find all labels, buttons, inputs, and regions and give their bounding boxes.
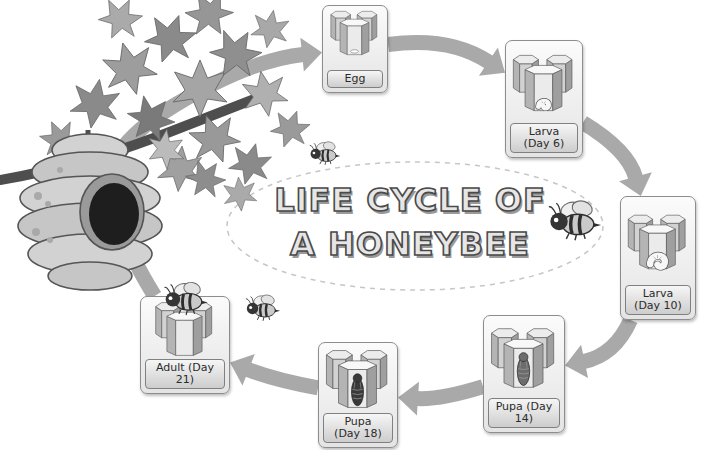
cell-face [649, 233, 667, 269]
honeycomb-cells [510, 45, 577, 121]
flying-bee [246, 294, 280, 321]
cell-top [628, 215, 652, 223]
cycle-arrow [583, 123, 652, 196]
egg-shape [351, 50, 359, 53]
arrow-shaft [417, 387, 483, 399]
arrow-head [230, 354, 255, 386]
pupa-shape [517, 353, 529, 386]
arrow-shaft [248, 369, 318, 387]
cell-top [326, 351, 352, 360]
stage-label: Egg [327, 70, 383, 88]
cell-side [367, 365, 376, 407]
cell-top [513, 55, 538, 63]
honeycomb-cells [488, 320, 559, 396]
stage-label: Larva (Day 6) [510, 123, 578, 153]
cell-side [679, 219, 685, 251]
cell-side [331, 15, 336, 41]
arrow-shaft [388, 42, 489, 62]
stage-label: Adult (Day 21) [145, 359, 225, 389]
cell-top [640, 225, 676, 233]
larva-shape [538, 101, 548, 108]
cell-side [628, 219, 634, 251]
cycle-arrow [398, 382, 483, 416]
arrow-head [398, 382, 419, 416]
cell-side [206, 307, 212, 338]
cell-side [525, 70, 534, 111]
cycle-arrow [388, 42, 505, 75]
stage-label: Larva (Day 10) [625, 285, 691, 315]
arrow-head [300, 38, 322, 72]
arrow-shaft [583, 123, 636, 178]
cell-side [533, 344, 543, 387]
arrow-head [565, 345, 588, 378]
cell-side [372, 15, 377, 41]
stage-label: Pupa (Day 18) [323, 413, 393, 443]
cell-side [566, 60, 572, 93]
cell-top [167, 312, 202, 320]
cell-top [331, 11, 351, 18]
cell-side [339, 365, 348, 407]
stage-card: Pupa (Day 14) [483, 315, 565, 433]
honeycomb-cells [323, 347, 392, 411]
cycle-arrow [230, 354, 318, 388]
diagram-title: LIFE CYCLE OF A HONEYBEE [266, 178, 554, 266]
arrow-head [479, 48, 505, 76]
cell-side [504, 344, 514, 387]
stage-label: Pupa (Day 14) [488, 398, 560, 428]
cell-top [340, 19, 369, 26]
cell-face [347, 26, 361, 55]
cell-top [357, 11, 377, 18]
adult-bee [165, 281, 208, 315]
arrow-shaft [584, 320, 631, 362]
cell-side [340, 22, 347, 54]
larva-shape [650, 255, 665, 267]
stage-card: Larva (Day 10) [620, 196, 696, 320]
cell-side [513, 60, 519, 93]
stage-card: Pupa (Day 18) [318, 342, 398, 448]
cell-face [534, 74, 552, 111]
honeycomb-cells [145, 301, 224, 357]
cell-face [348, 370, 367, 408]
cell-side [167, 316, 176, 355]
beehive [18, 130, 162, 290]
cell-top [504, 339, 543, 348]
cell-side [156, 307, 162, 338]
cell-side [492, 333, 499, 368]
flying-bee [549, 199, 601, 241]
cycle-arrow [565, 320, 631, 378]
cell-side [547, 333, 554, 368]
cell-top [361, 351, 387, 360]
honeycomb-cells [625, 201, 690, 283]
stage-card: Egg [322, 5, 388, 93]
flying-bee [310, 141, 341, 165]
cell-face [176, 320, 194, 355]
pupa-shape [351, 374, 363, 406]
cell-top [661, 215, 685, 223]
cell-top [339, 361, 377, 370]
stage-card: Adult (Day 21) [140, 296, 230, 394]
cell-side [553, 70, 562, 111]
cell-side [193, 316, 202, 355]
dashed-flight-path [227, 162, 603, 290]
stage-card: Larva (Day 6) [505, 40, 583, 158]
honeycomb-cells [327, 10, 382, 56]
arrow-head [619, 172, 652, 196]
cell-top [547, 55, 572, 63]
cell-side [326, 355, 332, 389]
cell-side [362, 22, 369, 54]
cell-side [380, 355, 386, 389]
cell-top [527, 329, 554, 338]
cell-top [492, 329, 519, 338]
cell-face [514, 348, 534, 387]
cell-top [525, 65, 562, 73]
